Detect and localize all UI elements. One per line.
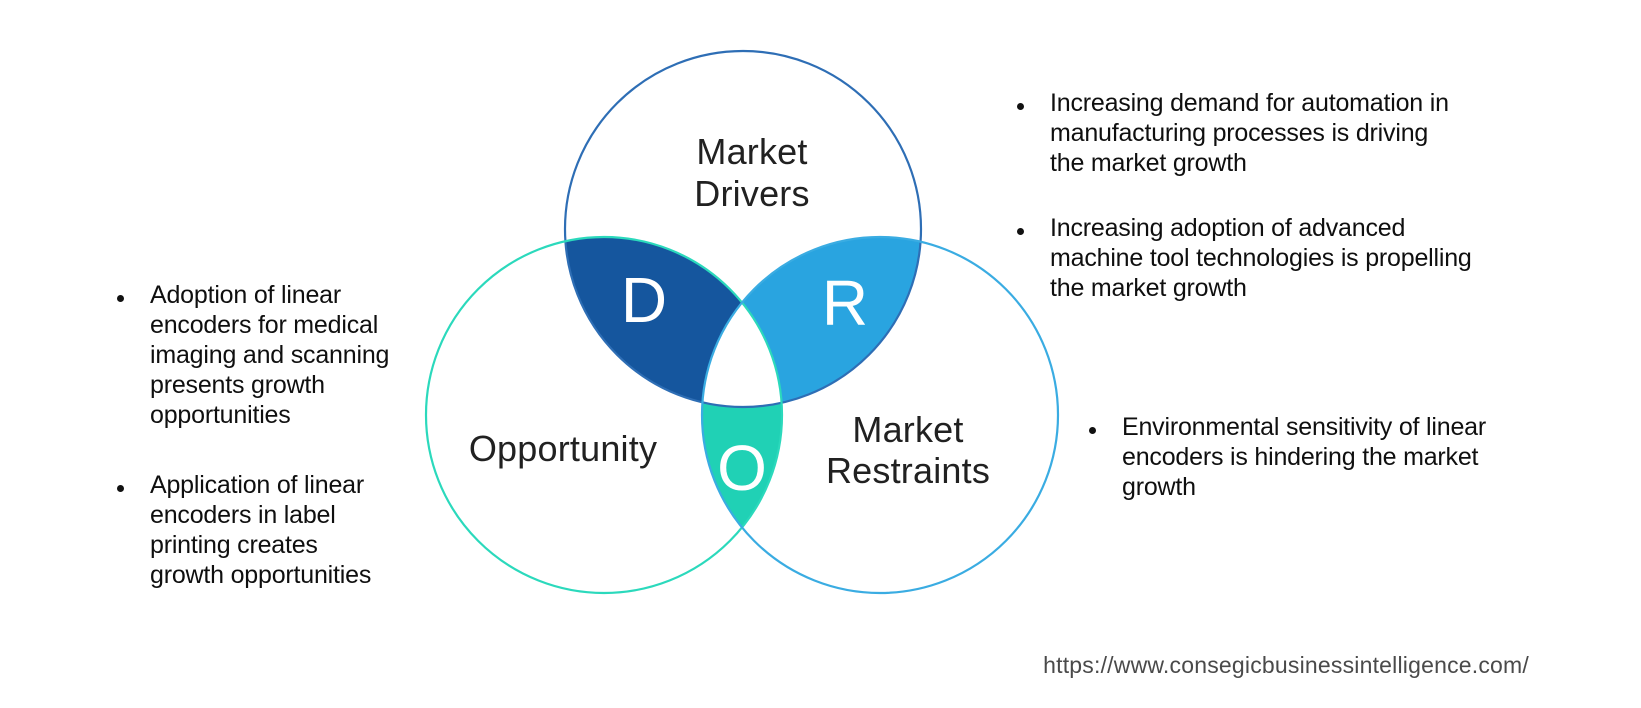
drivers-bullet-1: Increasing demand for automation in manu… bbox=[1006, 88, 1526, 178]
drivers-bullet-2: Increasing adoption of advanced machine … bbox=[1006, 213, 1526, 303]
letter-opportunity-overlap: O bbox=[717, 432, 767, 504]
letter-restraints-overlap: R bbox=[821, 267, 869, 339]
restraints-bullet-1: Environmental sensitivity of linear enco… bbox=[1078, 412, 1548, 502]
restraints-bullet-list: Environmental sensitivity of linear enco… bbox=[1078, 412, 1548, 502]
circle-market-drivers bbox=[563, 49, 923, 409]
opportunity-bullet-1: Adoption of linear encoders for medical … bbox=[106, 280, 446, 430]
bullet-dot bbox=[117, 295, 124, 302]
drivers-bullet-list: Increasing demand for automation in manu… bbox=[1006, 88, 1526, 338]
letter-drivers-overlap: D bbox=[620, 264, 668, 336]
circle-opportunity bbox=[424, 235, 784, 595]
source-url: https://www.consegicbusinessintelligence… bbox=[1043, 652, 1529, 678]
bullet-dot bbox=[1017, 103, 1024, 110]
bullet-text: Adoption of linear encoders for medical … bbox=[150, 281, 390, 429]
bullet-dot bbox=[1089, 427, 1096, 434]
bullet-dot bbox=[117, 485, 124, 492]
circle-market-restraints bbox=[700, 235, 1060, 595]
overlap-drivers-restraints bbox=[702, 237, 921, 407]
opportunity-bullet-list: Adoption of linear encoders for medical … bbox=[106, 280, 446, 630]
bullet-dot bbox=[1017, 228, 1024, 235]
bullet-text: Increasing demand for automation in manu… bbox=[1050, 89, 1449, 177]
bullet-text: Application of linear encoders in label … bbox=[150, 471, 372, 589]
label-market-drivers: Market Drivers bbox=[694, 131, 810, 214]
bullet-text: Increasing adoption of advanced machine … bbox=[1050, 214, 1472, 302]
label-market-restraints: Market Restraints bbox=[825, 409, 991, 491]
overlap-drivers-opportunity bbox=[565, 237, 782, 407]
bullet-text: Environmental sensitivity of linear enco… bbox=[1122, 413, 1486, 501]
label-opportunity: Opportunity bbox=[468, 428, 658, 469]
opportunity-bullet-2: Application of linear encoders in label … bbox=[106, 470, 446, 590]
